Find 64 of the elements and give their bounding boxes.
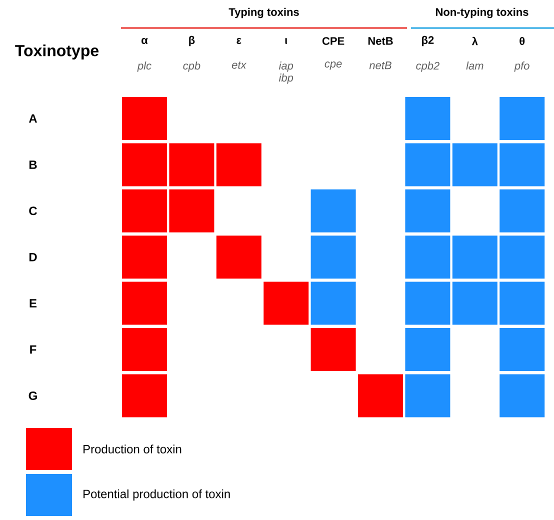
toxinotype-letter: G	[28, 391, 37, 400]
toxin-name: θ	[520, 36, 525, 46]
gene-name: lam	[466, 62, 484, 70]
toxin-cell	[405, 97, 450, 140]
toxin-cell	[122, 143, 167, 186]
toxin-cell	[264, 282, 309, 325]
toxin-cell	[500, 189, 545, 232]
toxin-cell	[310, 236, 356, 279]
toxin-cell	[500, 97, 545, 140]
toxin-cell	[405, 282, 450, 325]
group-heading: Non-typing toxins	[436, 8, 528, 18]
toxinotype-letter: D	[29, 252, 37, 262]
toxin-name: λ	[472, 36, 478, 46]
toxin-cell	[310, 189, 356, 232]
toxinotype-letter: C	[29, 206, 37, 216]
toxin-cell	[122, 282, 167, 325]
toxin-cell	[500, 236, 545, 279]
toxin-name: β	[189, 36, 195, 46]
toxinotype-letter: A	[28, 114, 37, 123]
toxin-cell	[310, 328, 356, 371]
toxin-cell	[452, 282, 498, 325]
toxinotype-letter: E	[30, 299, 37, 308]
toxin-cell	[405, 143, 450, 186]
gene-name: cpe	[324, 62, 342, 70]
gene-name: etx	[232, 62, 247, 69]
gene-name: iap ibp	[278, 62, 294, 84]
toxin-cell	[122, 328, 167, 371]
toxin-cell	[452, 236, 498, 279]
toxin-cell	[452, 143, 498, 186]
toxin-cell	[122, 236, 167, 279]
toxin-name: ε	[236, 38, 242, 44]
toxin-cell	[405, 189, 450, 232]
legend-text: Potential production of toxin	[84, 489, 230, 501]
toxin-name: α	[142, 38, 148, 44]
toxin-cell	[169, 189, 214, 232]
gene-name: cpb2	[416, 62, 440, 72]
toxin-name: ι	[285, 38, 288, 44]
toxin-cell	[169, 143, 214, 186]
toxin-cell	[310, 282, 356, 325]
group-heading: Typing toxins	[228, 8, 299, 18]
gene-name: pfo	[514, 62, 530, 72]
gene-name: cpb	[183, 62, 200, 72]
toxin-cell	[122, 189, 167, 232]
toxin-name: CPE	[322, 37, 344, 45]
toxin-cell	[122, 374, 167, 418]
toxin-cell	[500, 282, 545, 325]
toxinotype-letter: B	[29, 160, 37, 169]
toxin-cell	[500, 328, 545, 371]
gene-name: netB	[369, 62, 392, 70]
toxin-cell	[358, 374, 403, 418]
toxin-cell	[500, 374, 545, 418]
legend-text: Production of toxin	[84, 444, 182, 454]
toxin-cell	[405, 374, 450, 418]
gene-name: plc	[137, 62, 152, 72]
toxin-cell	[405, 236, 450, 279]
toxin-cell	[405, 328, 450, 371]
toxin-name: NetB	[368, 37, 393, 45]
toxin-name: β2	[422, 36, 434, 46]
axis-heading: Toxinotype	[15, 44, 99, 60]
toxin-cell	[216, 143, 262, 186]
toxin-cell	[122, 97, 167, 140]
toxin-cell	[216, 236, 262, 279]
toxinotype-letter: F	[30, 345, 36, 354]
toxin-cell	[500, 143, 545, 186]
